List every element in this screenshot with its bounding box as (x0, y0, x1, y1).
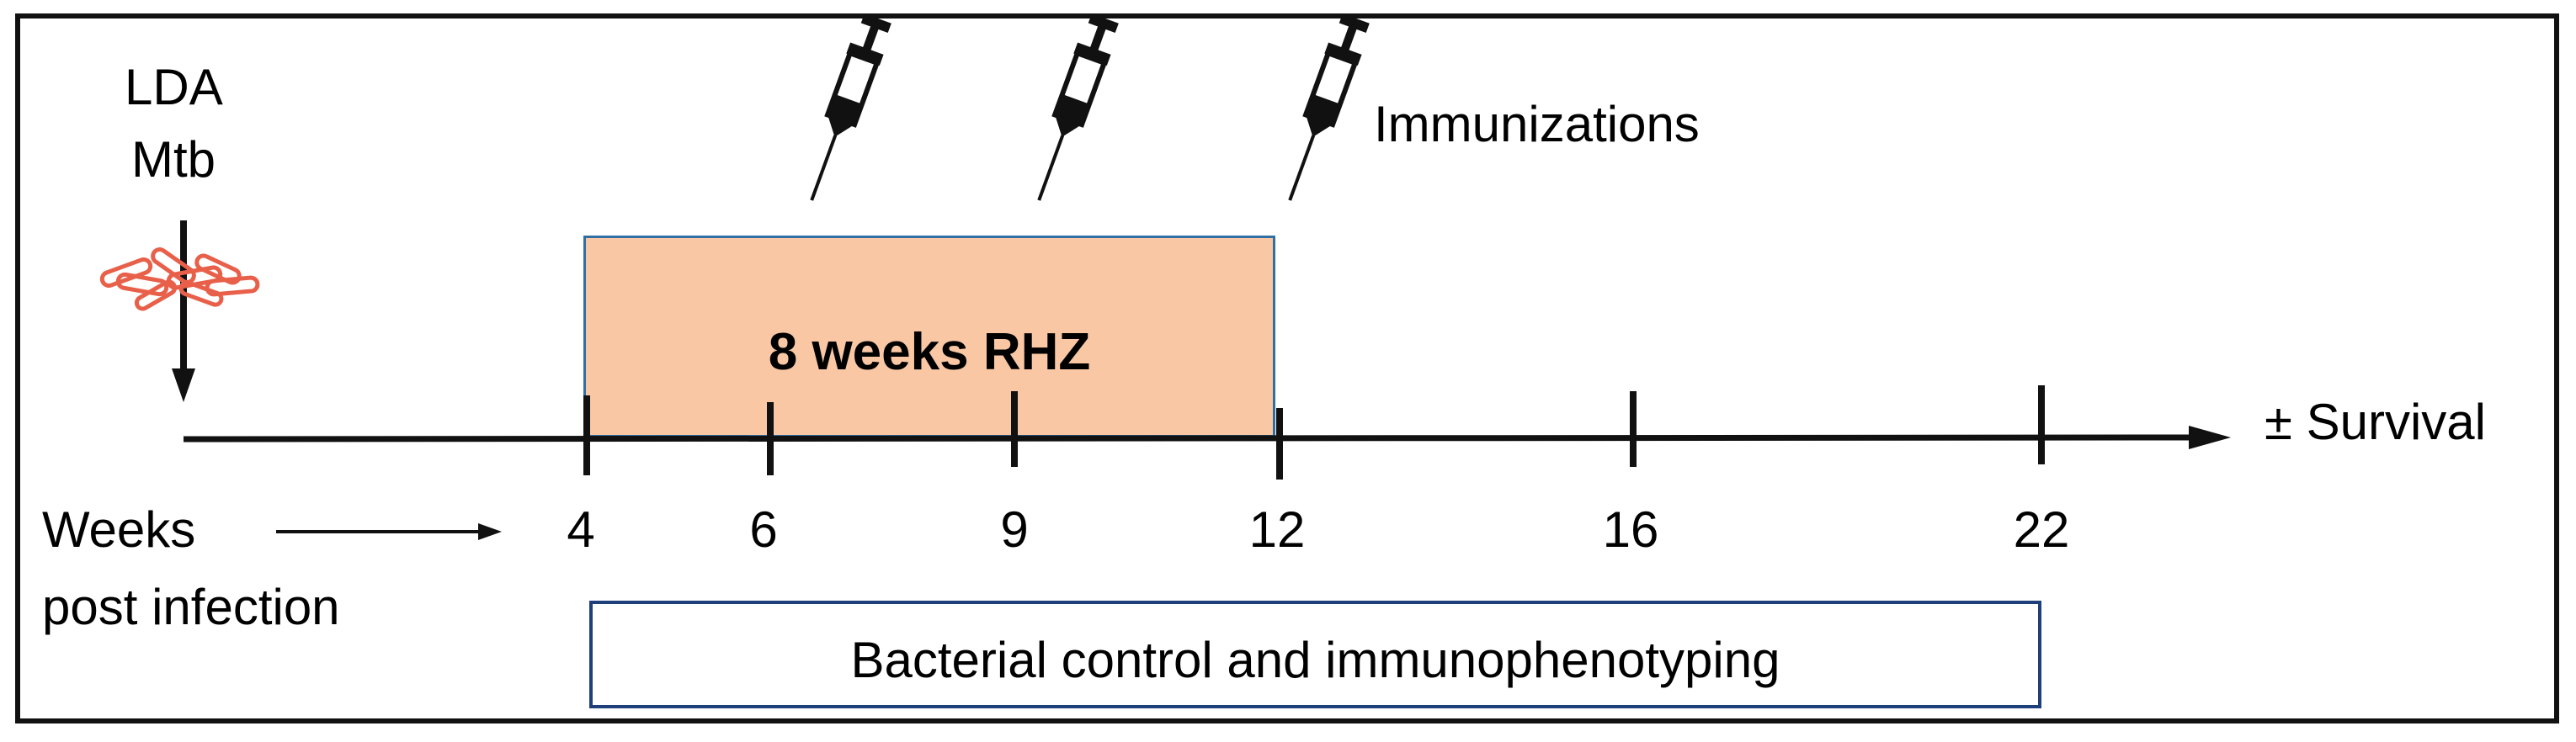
tick-label-4: 4 (567, 501, 595, 558)
syringe-icon (1273, 13, 1372, 206)
weeks-caption-line2: post infection (42, 579, 340, 635)
tick-label-12: 12 (1248, 501, 1306, 558)
weeks-caption-line1: Weeks (42, 501, 196, 558)
syringe-icon (795, 13, 894, 206)
tick-label-9: 9 (1000, 501, 1029, 558)
treatment-label: 8 weeks RHZ (768, 323, 1091, 381)
tick-label-22: 22 (2013, 501, 2070, 558)
bacteria-icon (99, 247, 260, 311)
bacterial-control-box: Bacterial control and immunophenotyping (589, 601, 2041, 708)
bacterial-control-label: Bacterial control and immunophenotyping (850, 632, 1780, 688)
tick-label-16: 16 (1602, 501, 1659, 558)
timeline-axis (183, 426, 2231, 449)
immunizations-label: Immunizations (1374, 96, 1700, 152)
axis-end-label: ± Survival (2265, 394, 2486, 450)
infection-label-mtb: Mtb (131, 131, 216, 188)
syringe-icon (1022, 13, 1121, 206)
tick-label-6: 6 (749, 501, 778, 558)
weeks-arrow (276, 523, 502, 540)
infection-label-lda: LDA (125, 59, 223, 115)
diagram-frame (15, 13, 2559, 723)
axis-ticks (583, 385, 2045, 480)
arrow-down-icon (172, 220, 195, 402)
